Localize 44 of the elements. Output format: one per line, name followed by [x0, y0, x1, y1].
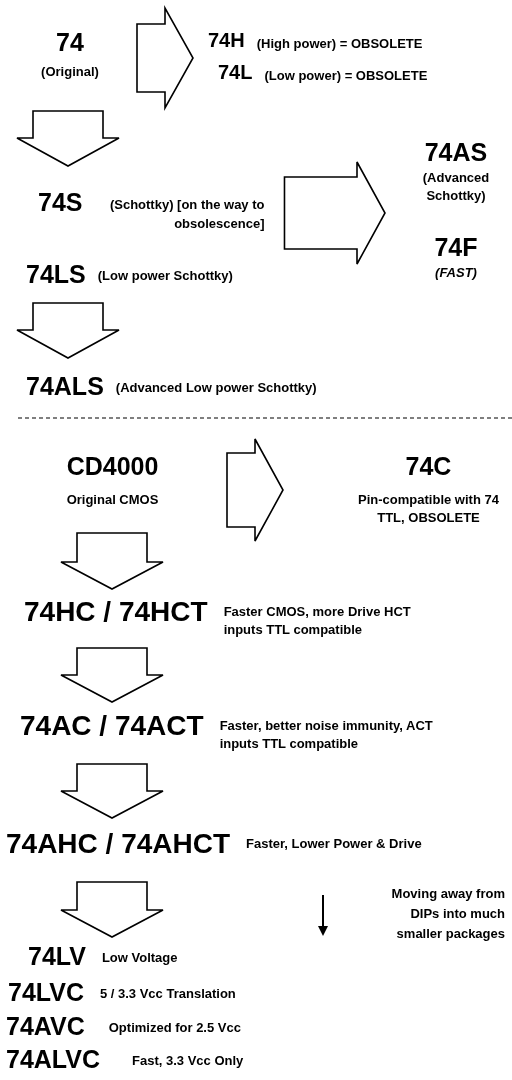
description: (FAST)	[435, 264, 477, 282]
part-number: 74HC / 74HCT	[24, 598, 208, 626]
block-arrow	[60, 647, 164, 703]
block-arrow	[283, 161, 386, 265]
description: Fast, 3.3 Vcc Only	[132, 1052, 244, 1070]
description: (High power) = OBSOLETE	[256, 35, 423, 53]
part-number: 74ALVC	[6, 1047, 100, 1072]
part-number: 74LV	[28, 944, 86, 969]
description: (Original)	[41, 63, 99, 81]
block-arrow	[60, 763, 164, 819]
part-number: 74S	[38, 190, 83, 215]
part-number: 74AHC / 74AHCT	[6, 830, 231, 858]
note-text: Moving away from DIPs into much smaller packages	[390, 885, 505, 943]
description: Optimized for 2.5 Vcc	[108, 1019, 241, 1037]
block-arrow	[60, 881, 164, 938]
part-number: 74C	[405, 454, 452, 479]
description: Faster, better noise immunity, ACT inputs TTL compatible	[219, 717, 434, 753]
block-arrow	[60, 532, 164, 590]
part-number: 74AC / 74ACT	[20, 712, 204, 740]
description: (Low power) = OBSOLETE	[264, 67, 428, 85]
block-arrow	[16, 302, 120, 359]
part-number: 74H	[208, 30, 245, 50]
description: Low Voltage	[101, 949, 178, 967]
part-number: 74ALS	[26, 374, 104, 399]
description: Original CMOS	[66, 491, 159, 509]
block-arrow	[136, 4, 194, 112]
part-number: 74AS	[424, 140, 488, 165]
description: (Advanced Schottky)	[421, 169, 491, 205]
description: Faster CMOS, more Drive HCT inputs TTL compatible	[223, 603, 412, 639]
description: (Low power Schottky)	[97, 267, 233, 285]
description: Faster, Lower Power & Drive	[246, 835, 422, 853]
part-number: 74L	[218, 62, 253, 82]
part-number: 74LVC	[8, 980, 84, 1005]
part-number: 74	[56, 30, 84, 55]
description: (Schottky) [on the way to obsolescence]	[108, 196, 265, 233]
block-arrow	[226, 438, 284, 542]
part-number: CD4000	[66, 454, 159, 479]
block-arrow	[16, 110, 120, 167]
description: (Advanced Low power Schottky)	[115, 379, 317, 397]
description: 5 / 3.3 Vcc Translation	[99, 985, 236, 1003]
description: Pin-compatible with 74 TTL, OBSOLETE	[357, 491, 500, 527]
part-number: 74LS	[26, 262, 86, 287]
part-number: 74AVC	[6, 1014, 85, 1039]
part-number: 74F	[434, 235, 478, 260]
